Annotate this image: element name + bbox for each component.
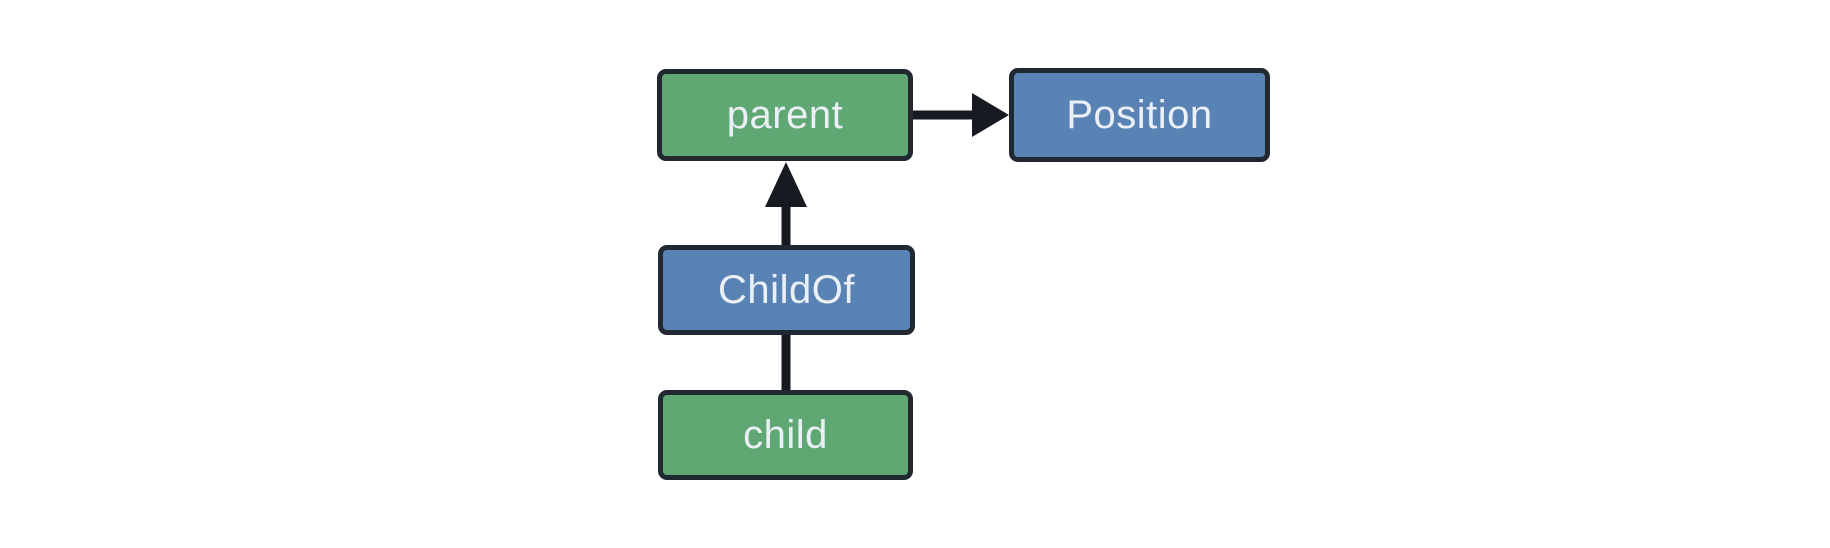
node-parent: parent bbox=[657, 69, 913, 161]
edge-childof-to-parent bbox=[765, 162, 807, 246]
node-childof-label: ChildOf bbox=[718, 268, 855, 312]
node-child-label: child bbox=[743, 413, 828, 457]
node-position: Position bbox=[1009, 68, 1270, 162]
edge-parent-to-position bbox=[913, 93, 1009, 137]
node-childof: ChildOf bbox=[658, 245, 915, 335]
node-position-label: Position bbox=[1066, 93, 1213, 137]
arrowhead-up-icon bbox=[765, 162, 807, 207]
node-parent-label: parent bbox=[726, 93, 844, 137]
node-child: child bbox=[658, 390, 913, 480]
arrowhead-right-icon bbox=[972, 93, 1009, 137]
